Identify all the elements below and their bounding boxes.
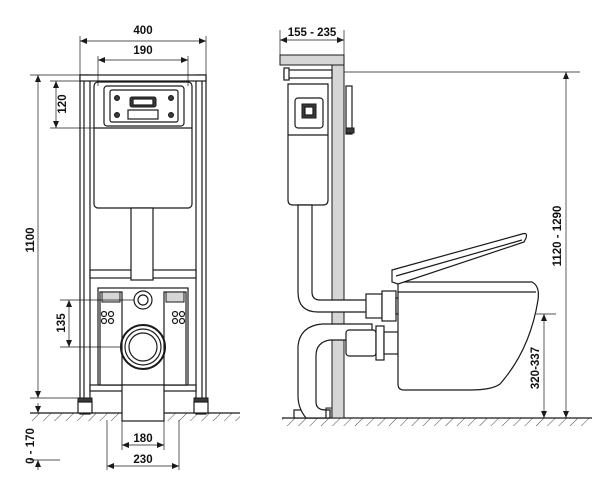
dim-320-337-label: 320-337 [530, 347, 542, 389]
side-cistern [287, 83, 373, 313]
dim-400-label: 400 [133, 25, 152, 37]
front-dimensions [30, 36, 207, 470]
dim-155-235-label: 155 - 235 [288, 27, 337, 39]
dim-230-label: 230 [133, 454, 152, 466]
dim-0-170-label: 0 - 170 [25, 428, 37, 464]
dim-120-label: 120 [57, 94, 69, 113]
side-drain [297, 290, 407, 419]
front-mounting-plate [97, 287, 189, 422]
dim-1120-1290-label: 1120 - 1290 [552, 206, 564, 267]
front-view: 400 190 120 1100 135 0 - 170 180 230 [25, 25, 240, 470]
dim-190-label: 190 [133, 45, 152, 57]
flush-plate [103, 85, 185, 127]
side-view: 155 - 235 1120 - 1290 320-337 [279, 27, 592, 426]
side-dimensions [279, 30, 580, 418]
toilet-bowl [391, 232, 539, 391]
dim-135-label: 135 [56, 313, 68, 333]
dim-180-label: 180 [133, 433, 152, 445]
dim-1100-label: 1100 [25, 228, 37, 253]
side-floor [282, 417, 592, 426]
